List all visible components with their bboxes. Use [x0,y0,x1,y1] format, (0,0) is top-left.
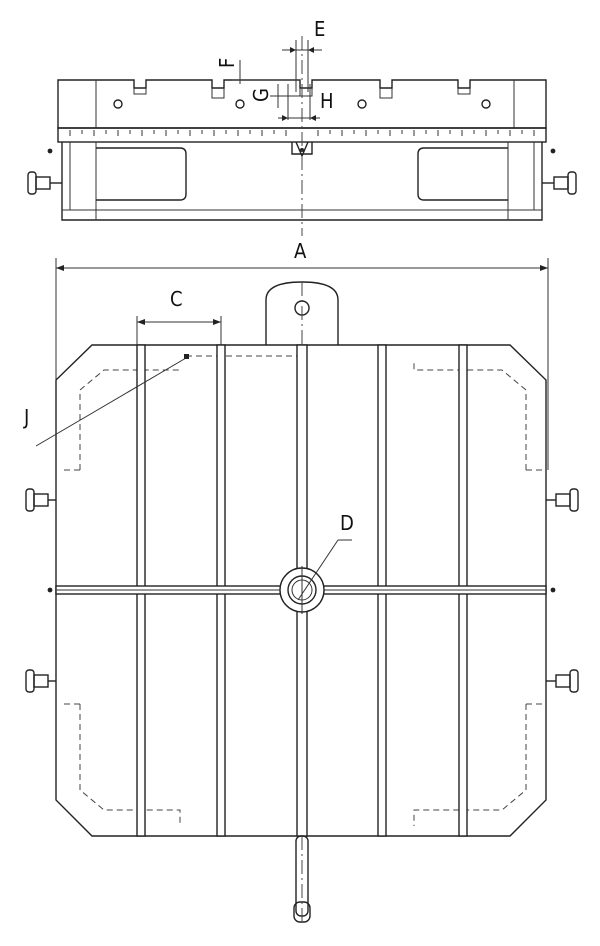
label-h: H [320,89,334,113]
label-d: D [340,511,354,535]
plan-view: C J D [23,281,579,923]
side-view: E F G H [27,17,577,236]
label-a: A [294,239,307,263]
label-g: G [249,88,273,102]
label-f: F [215,58,239,68]
side-clamp-right-top [542,171,577,195]
label-c: C [170,287,183,311]
side-clamp-left-1 [25,488,56,512]
side-clamp-left-top [27,171,62,195]
dimension-a: A [55,239,549,470]
label-j: J [23,405,29,429]
side-clamp-left-2 [25,669,56,693]
label-e: E [314,17,325,41]
side-clamp-right-2 [546,669,579,693]
scale-ticks [69,130,535,136]
side-clamp-right-1 [546,488,579,512]
